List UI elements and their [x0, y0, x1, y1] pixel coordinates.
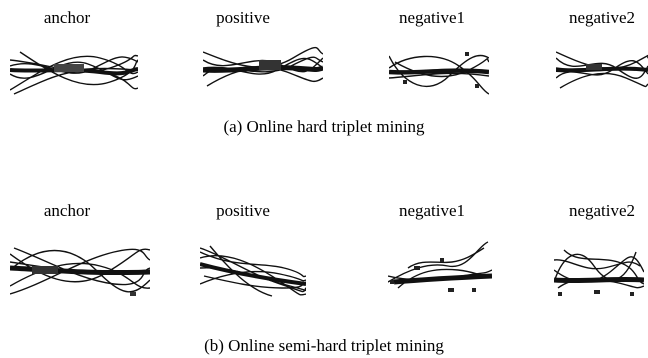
row-b-label-positive: positive [216, 201, 270, 220]
caption-a: (a) Online hard triplet mining [223, 117, 425, 136]
row-a-negative2-image [556, 48, 648, 96]
row-b-positive-image [200, 244, 306, 298]
row-b-label-negative2: negative2 [568, 201, 636, 220]
row-a-label-anchor: anchor [43, 8, 91, 27]
row-a-label-positive: positive [216, 8, 270, 27]
row-b-negative2-image [554, 242, 644, 298]
row-a-label-negative2: negative2 [568, 8, 636, 27]
row-a-positive-image [203, 46, 323, 92]
row-b-negative1-image [388, 240, 492, 294]
row-a-label-negative1: negative1 [398, 8, 466, 27]
row-b-label-negative1: negative1 [398, 201, 466, 220]
caption-b: (b) Online semi-hard triplet mining [204, 336, 444, 355]
row-a-anchor-image [10, 42, 138, 98]
row-a-negative1-image [389, 46, 489, 102]
row-b-label-anchor: anchor [43, 201, 91, 220]
row-b-anchor-image [10, 240, 150, 302]
